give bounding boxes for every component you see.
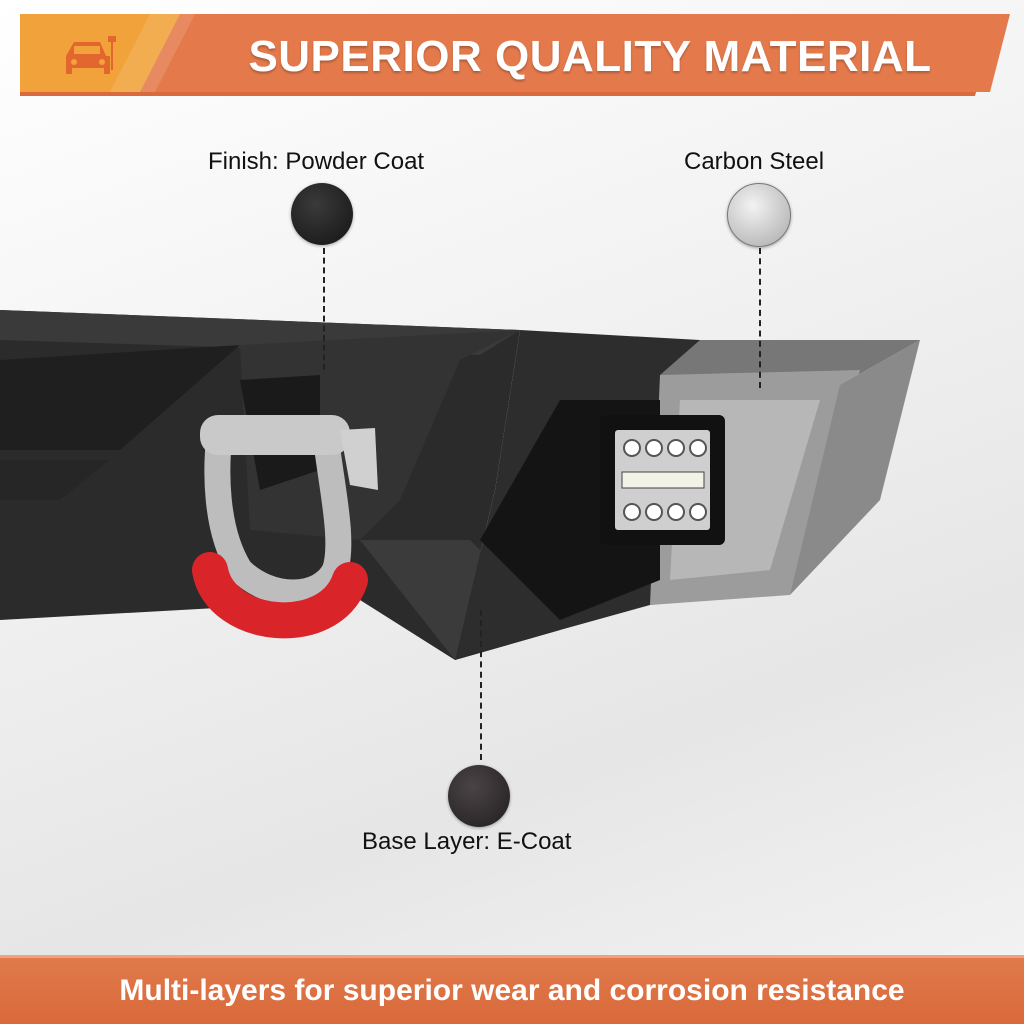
finish-label: Finish: Powder Coat: [208, 148, 425, 175]
header-banner: SUPERIOR QUALITY MATERIAL: [20, 14, 1010, 100]
bumper-illustration: [0, 310, 920, 660]
base-layer-leader-line: [480, 610, 482, 760]
carbon-steel-label: Carbon Steel: [684, 148, 825, 175]
e-coat-swatch: [448, 765, 510, 827]
banner-title: SUPERIOR QUALITY MATERIAL: [248, 32, 932, 81]
banner-background: [20, 14, 1010, 96]
footer-tagline: Multi-layers for superior wear and corro…: [119, 974, 905, 1007]
footer-tagline-bar: Multi-layers for superior wear and corro…: [0, 955, 1024, 1024]
finish-leader-line: [323, 248, 325, 370]
base-layer-label: Base Layer: E-Coat: [362, 828, 572, 855]
carbon-steel-swatch: [727, 183, 791, 247]
powder-coat-swatch: [291, 183, 353, 245]
carbon-steel-leader-line: [759, 248, 761, 388]
